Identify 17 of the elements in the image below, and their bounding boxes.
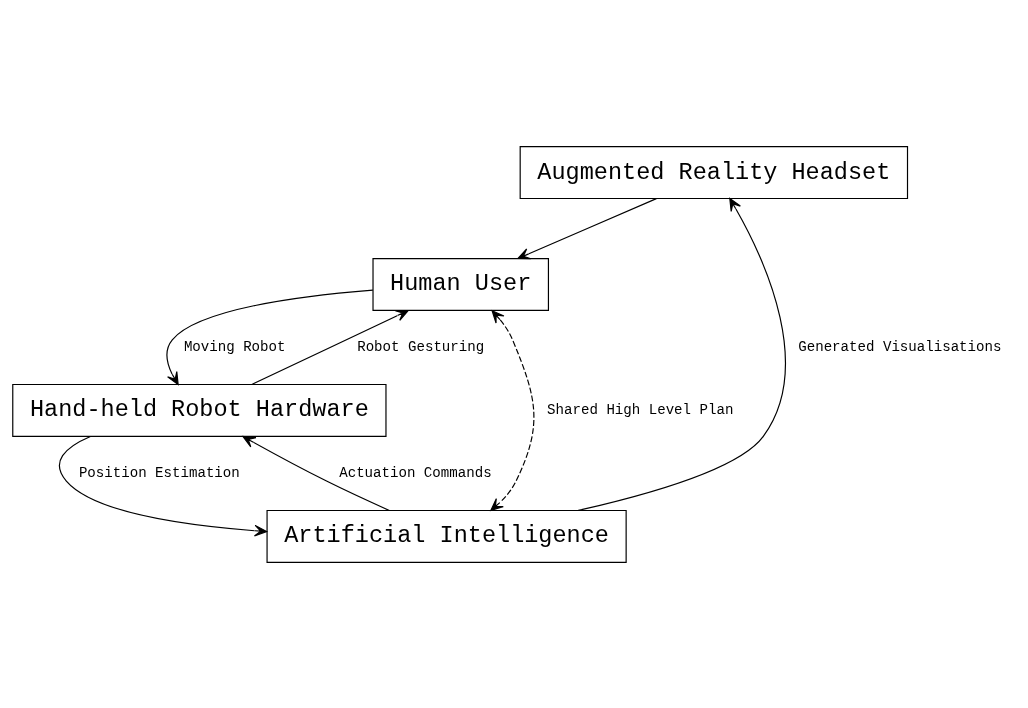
edge-label: Actuation Commands bbox=[339, 464, 492, 481]
node-box: Augmented Reality Headset bbox=[519, 145, 909, 199]
edge-label: Moving Robot bbox=[183, 338, 286, 355]
arrow bbox=[251, 309, 409, 385]
node-box: Hand-held Robot Hardware bbox=[12, 383, 387, 437]
arrow bbox=[58, 435, 268, 537]
arrow bbox=[577, 197, 786, 511]
edge-label: Position Estimation bbox=[78, 464, 240, 481]
node-box: Human User bbox=[372, 257, 550, 311]
edge-label: Robot Gesturing bbox=[357, 338, 485, 355]
arrow bbox=[517, 197, 657, 259]
arrow bbox=[242, 435, 390, 511]
edge-label: Shared High Level Plan bbox=[547, 401, 734, 418]
arrow bbox=[166, 289, 374, 385]
node-box: Artificial Intelligence bbox=[266, 509, 627, 563]
arrow bbox=[490, 309, 535, 511]
edge-label: Generated Visualisations bbox=[798, 338, 1002, 355]
